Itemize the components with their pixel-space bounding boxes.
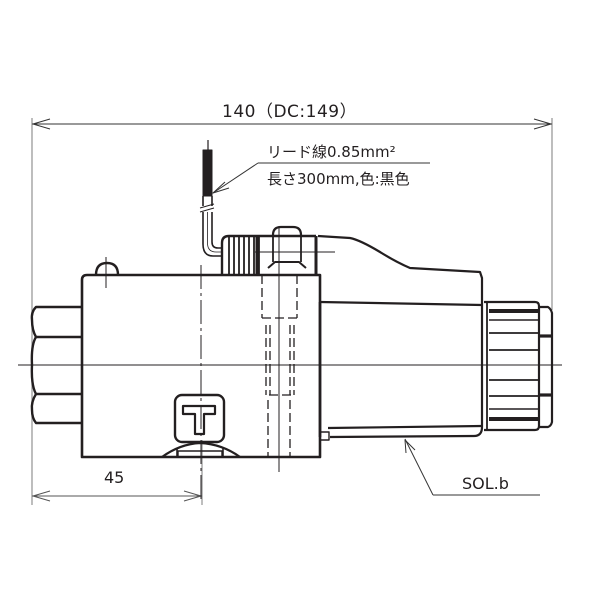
left-hex-fitting <box>30 305 83 425</box>
right-connector-nut <box>484 300 554 432</box>
lead-wire-spec-label: リード線0.85mm² <box>267 143 396 161</box>
t-badge <box>161 393 241 458</box>
dimension-line-overall <box>32 118 552 130</box>
hidden-bolt-lines <box>261 275 298 457</box>
lead-wire-leader <box>212 162 430 194</box>
solenoid-housing <box>317 234 484 441</box>
mount-offset-dimension: 45 <box>104 468 125 487</box>
overall-length-dimension: 140（DC:149） <box>222 102 358 122</box>
sol-b-leader <box>404 438 540 496</box>
lead-wire <box>199 140 222 257</box>
valve-body <box>80 257 322 500</box>
dimension-line-45 <box>32 490 202 502</box>
lead-wire-length-color-label: 長さ300mm,色:黒色 <box>267 170 410 188</box>
solenoid-b-label: SOL.b <box>462 474 509 493</box>
top-connector <box>220 225 335 275</box>
